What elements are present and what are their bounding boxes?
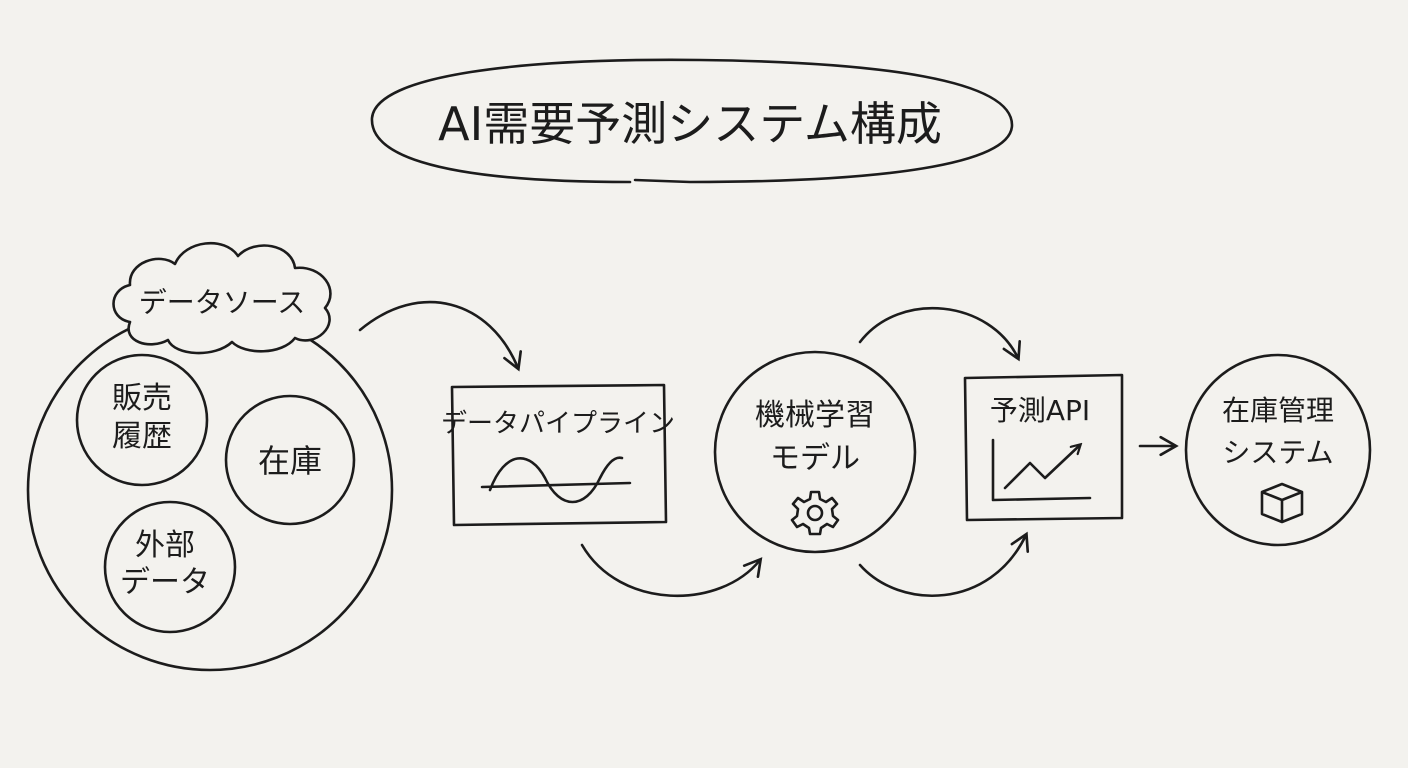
svg-text:販売: 販売	[112, 381, 172, 416]
wave-icon	[480, 456, 632, 504]
arrow-sources-to-pipeline	[358, 300, 522, 372]
data-sources-circle	[26, 308, 394, 672]
svg-text:在庫: 在庫	[258, 442, 322, 480]
data-sources-label: データソース	[139, 286, 306, 319]
inventory-system-node: 在庫管理 システム	[1184, 353, 1372, 547]
box-icon	[1260, 482, 1304, 524]
prediction-api-box: 予測API	[963, 373, 1124, 522]
ml-model-node: 機械学習 モデル	[713, 350, 917, 554]
svg-text:システム: システム	[1222, 436, 1333, 469]
gear-icon	[790, 490, 840, 536]
source-external-data: 外部 データ	[103, 500, 237, 634]
page-title: AI需要予測システム構成	[438, 97, 942, 151]
svg-text:モデル: モデル	[770, 441, 860, 476]
svg-text:履歴: 履歴	[112, 419, 172, 454]
source-sales-history: 販売 履歴	[75, 353, 209, 487]
svg-text:機械学習: 機械学習	[755, 398, 875, 433]
trend-chart-icon	[991, 438, 1092, 502]
arrow-model-to-api-lower	[858, 531, 1030, 598]
arrow-model-to-api	[858, 306, 1022, 362]
source-inventory: 在庫	[224, 394, 356, 526]
svg-text:外部: 外部	[135, 528, 195, 563]
data-sources-group: データソース 販売 履歴 在庫 外部 データ	[26, 241, 394, 672]
api-label: 予測API	[990, 394, 1090, 427]
pipeline-label: データパイプライン	[441, 409, 675, 439]
svg-text:データ: データ	[120, 565, 210, 600]
title-bubble: AI需要予測システム構成	[370, 58, 1014, 184]
arrow-pipeline-to-model	[580, 543, 763, 597]
data-pipeline-box: データパイプライン	[441, 383, 675, 527]
cloud-shape	[112, 241, 332, 355]
svg-text:在庫管理: 在庫管理	[1222, 394, 1334, 427]
